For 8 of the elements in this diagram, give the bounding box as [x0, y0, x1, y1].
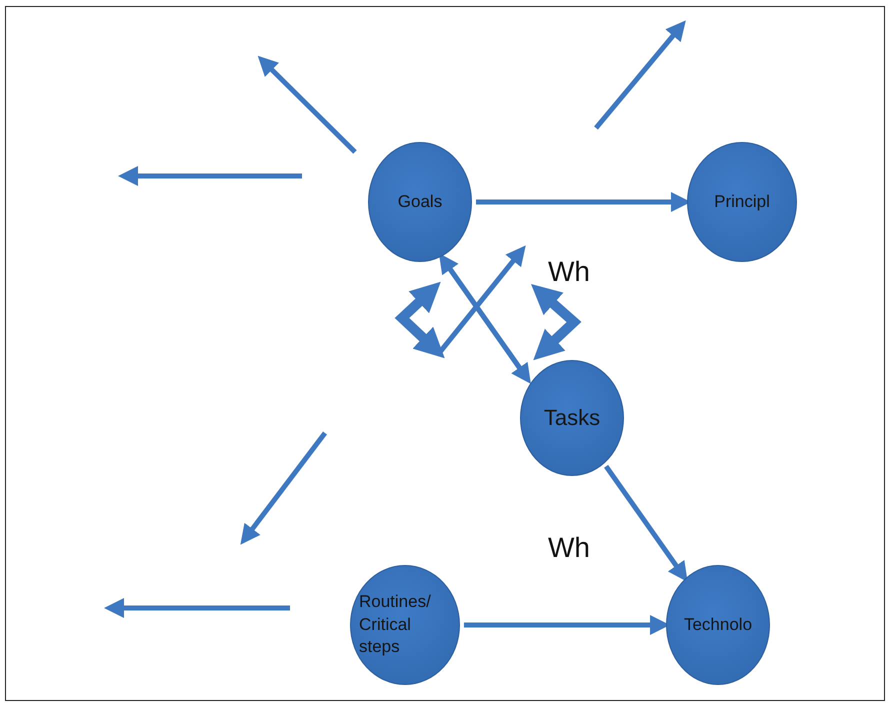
node-label: Goals [396, 190, 444, 213]
node-label: Principl [713, 190, 771, 213]
arrow [604, 464, 688, 582]
node-label: Technolo [682, 614, 754, 636]
text-label: Wh [548, 532, 590, 564]
text-label: Wh [548, 256, 590, 288]
node-label: Tasks [542, 404, 602, 432]
node-label: Routines/ Critical steps [358, 590, 432, 658]
